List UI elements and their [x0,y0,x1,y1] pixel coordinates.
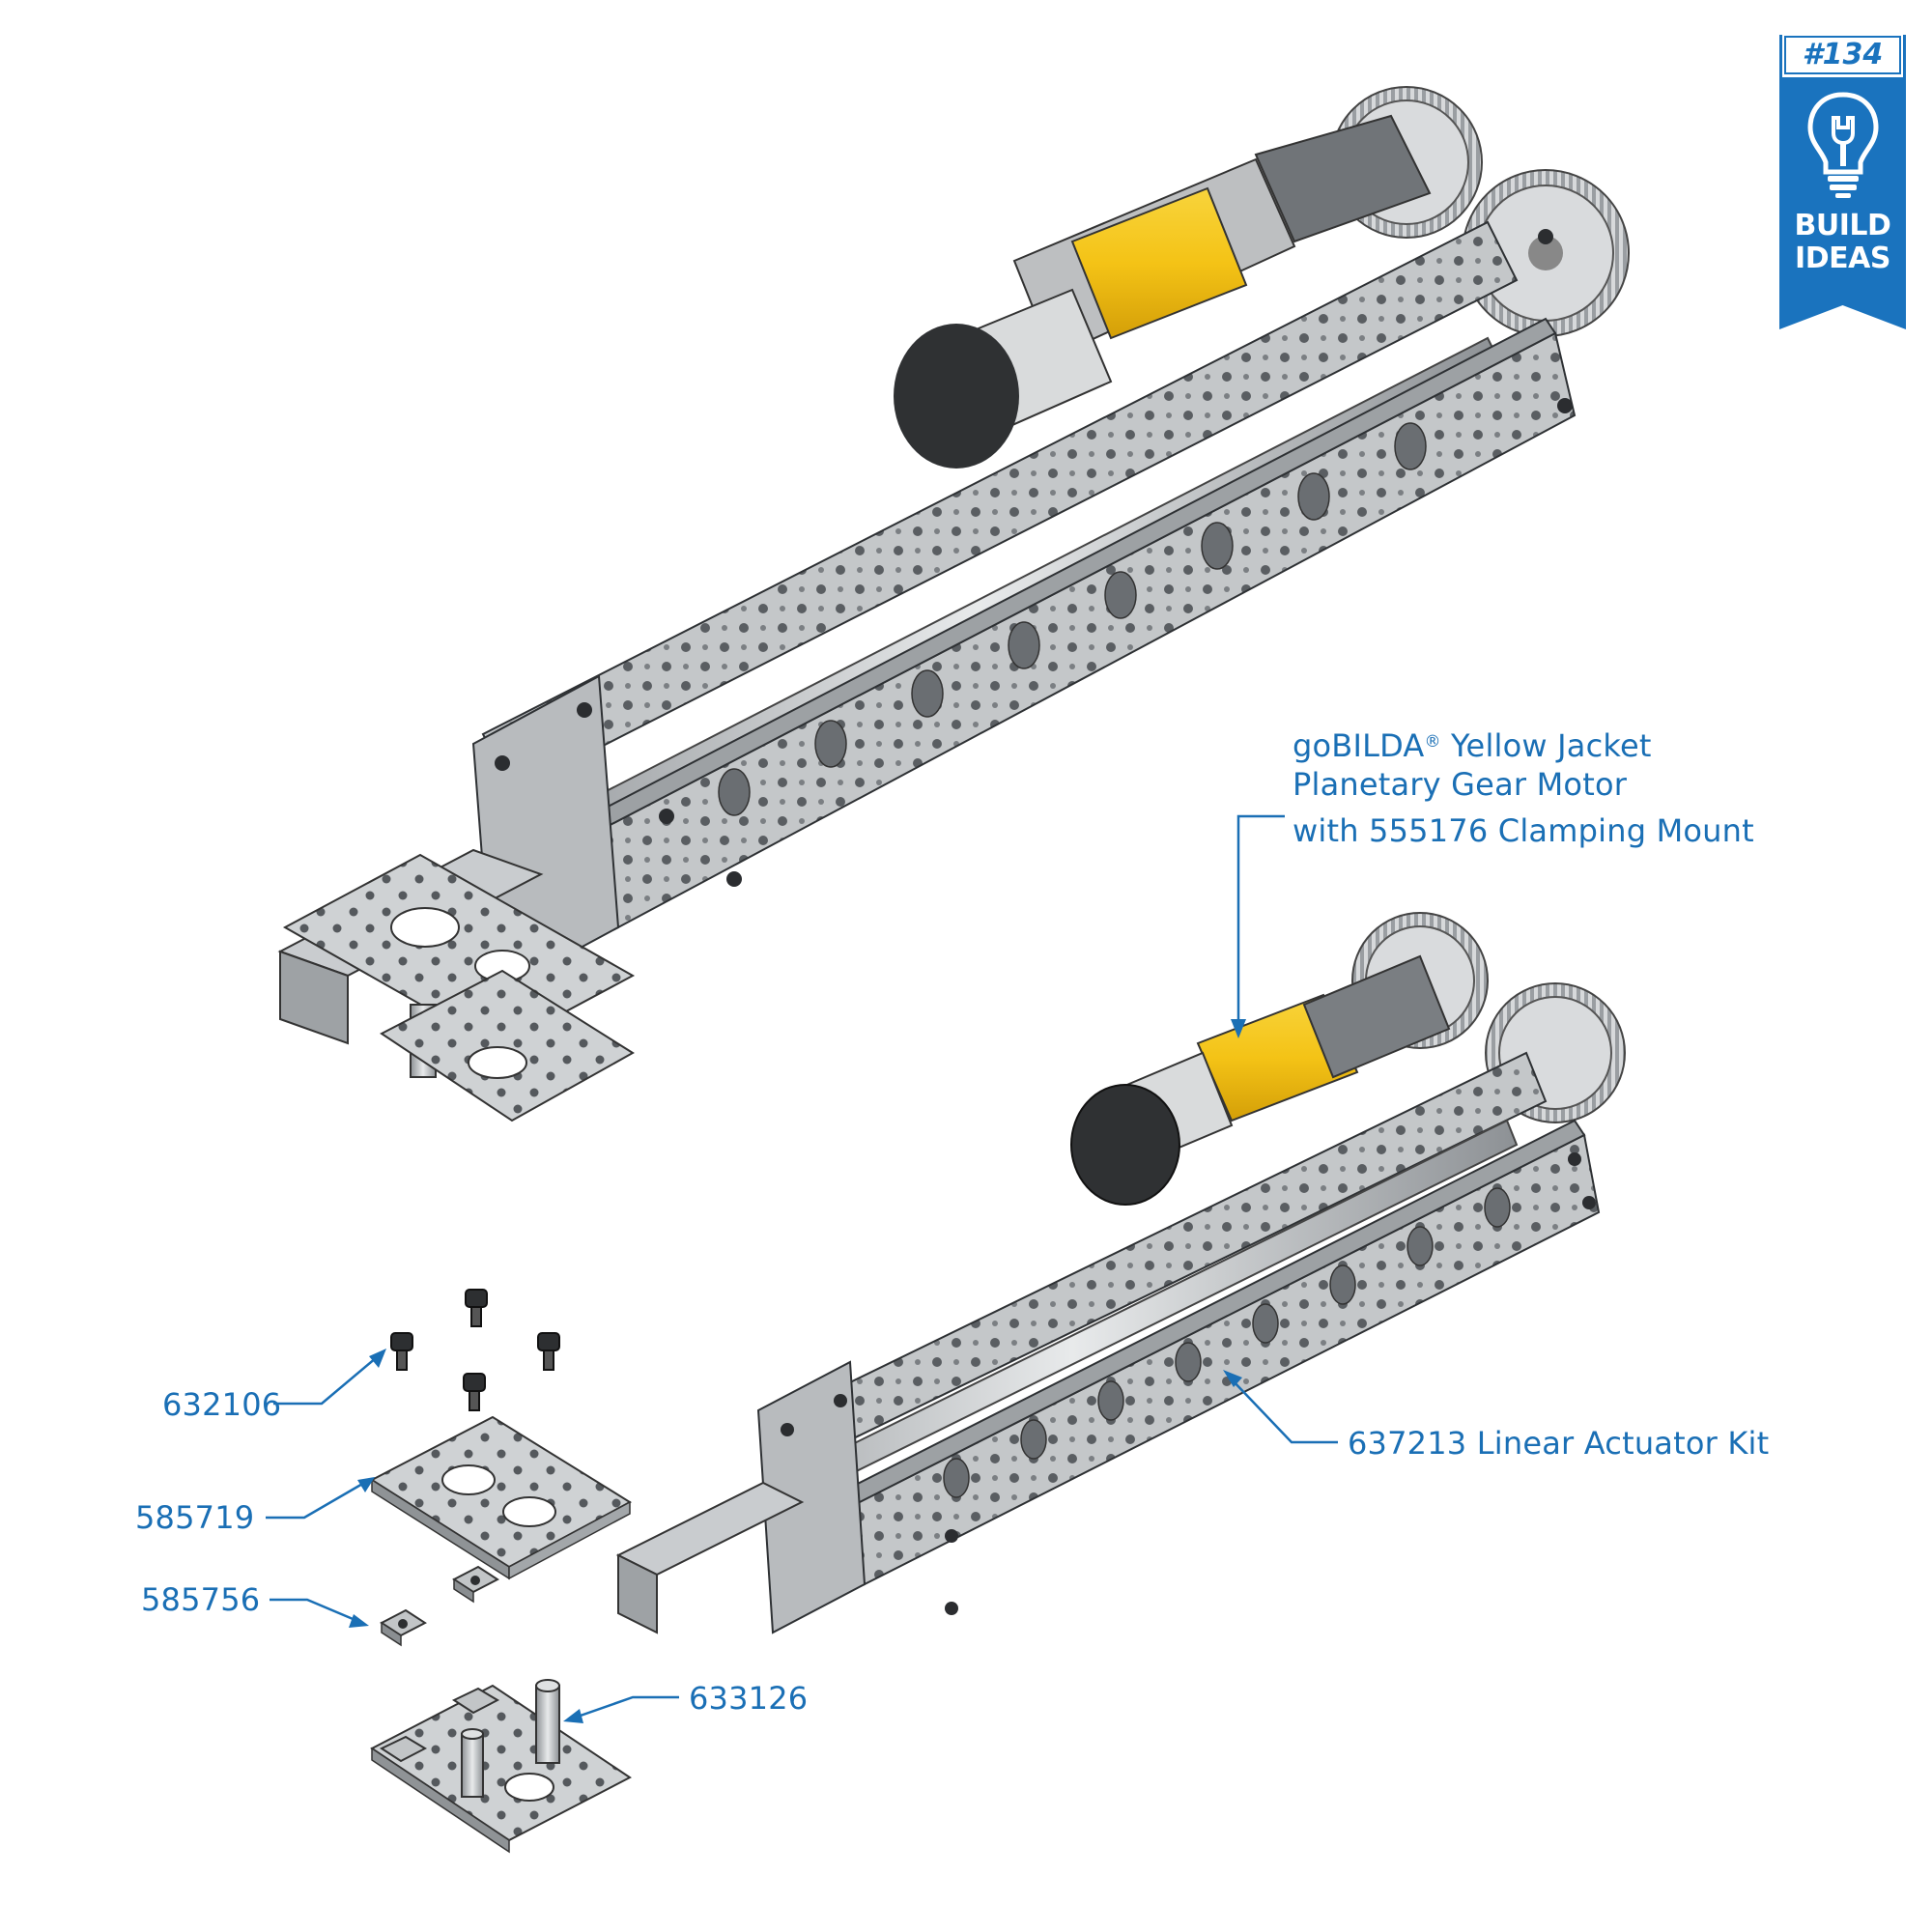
callout-motor: goBILDA® Yellow Jacket Planetary Gear Mo… [1293,726,1754,850]
badge-line-build: BUILD [1794,209,1891,242]
top-assembly [277,86,1630,1122]
nuts-585756 [380,1565,499,1647]
plate-585719 [369,1415,632,1569]
screws-632106 [390,1289,560,1411]
callout-plate: 585719 [135,1499,255,1536]
callout-screw: 632106 [162,1386,282,1423]
leader-lines [266,814,1338,1723]
bottom-assembly [615,912,1626,1634]
standoffs-633126 [461,1679,560,1798]
motor-line3: with 555176 Clamping Mount [1293,812,1754,849]
motor-line1-rest: Yellow Jacket [1440,727,1652,764]
badge-number: #134 [1787,38,1898,71]
registered-mark: ® [1424,732,1441,752]
exploded-parts [369,1289,632,1854]
top-motor [894,114,1432,469]
callout-standoff: 633126 [689,1680,809,1717]
plate-bottom [370,1684,632,1842]
callout-nut: 585756 [141,1581,261,1618]
motor-line2: Planetary Gear Motor [1293,766,1628,803]
badge-line-ideas: IDEAS [1795,242,1890,275]
build-ideas-badge: #134 BUILD IDEAS [1779,35,1906,329]
top-plate-lower [380,969,635,1122]
motor-line1-brand: goBILDA [1293,727,1425,764]
callout-kit: 637213 Linear Actuator Kit [1348,1425,1770,1462]
lightbulb-wrench-icon [1807,92,1879,198]
